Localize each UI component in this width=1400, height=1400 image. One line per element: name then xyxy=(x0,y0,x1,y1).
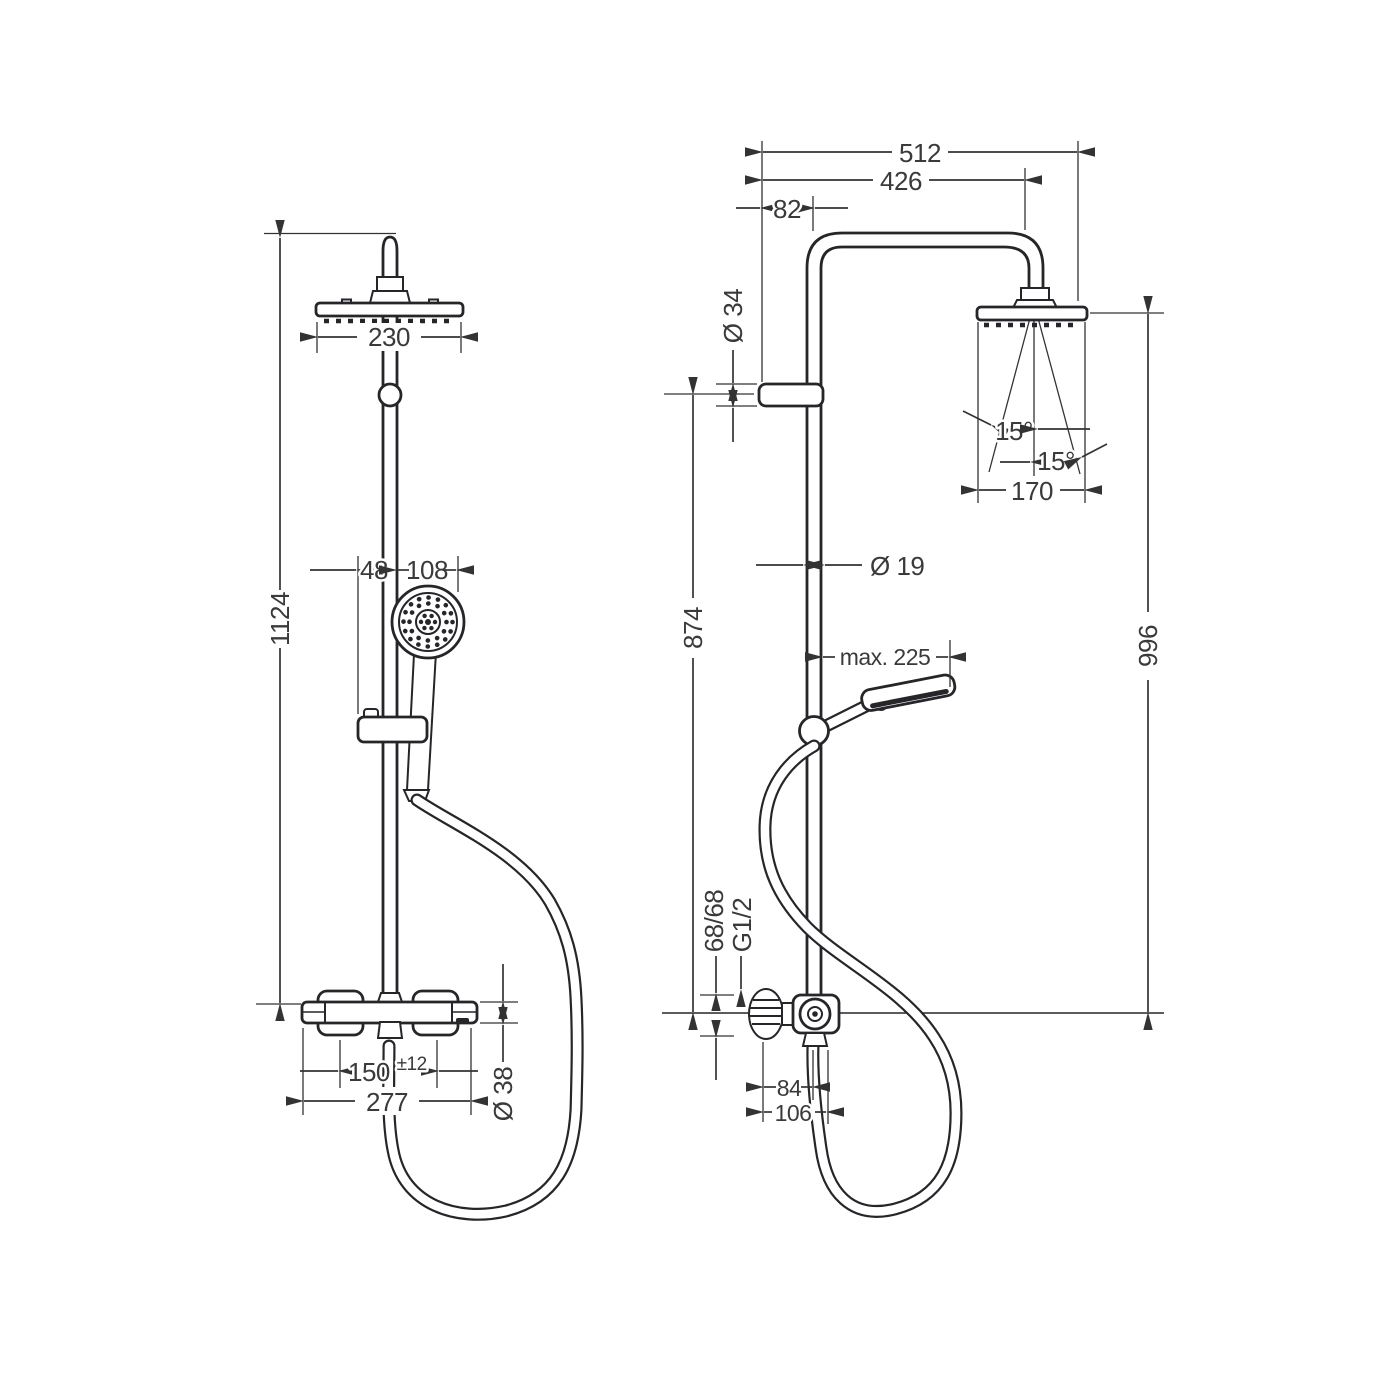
dim-pipe-diameter-group: Ø 19 xyxy=(756,549,927,584)
dim-hand-shower-group: 48 108 xyxy=(310,553,474,714)
dim-hand-shower-reach-group: max. 225 xyxy=(805,640,966,687)
dim-thread-size-group: G1/2 xyxy=(725,895,760,1007)
dim-rail-height-group: 874 xyxy=(664,377,754,1030)
dim-overall-depth: 512 xyxy=(899,138,941,168)
dim-connection-heights: 68/68 xyxy=(699,890,729,953)
dim-hose-offset-outer: 106 xyxy=(775,1100,812,1126)
front-pipe-joint xyxy=(377,382,403,408)
dim-tilt-upper-group: 15° xyxy=(962,410,1090,449)
dim-arm-depth: 426 xyxy=(880,166,922,196)
side-rail-and-arm xyxy=(805,231,1045,996)
dim-bracket-diameter-group: Ø 34 xyxy=(716,286,757,442)
dim-valve-width-group: 277 xyxy=(286,1028,488,1120)
dim-hand-shower-offset: 48 xyxy=(360,555,388,585)
dim-head-width-group: 230 xyxy=(300,320,478,355)
dim-valve-diameter: Ø 38 xyxy=(488,1067,518,1121)
dim-head-depth: 170 xyxy=(1011,476,1053,506)
dim-tilt-lower-group: 15° xyxy=(1000,443,1108,479)
dim-connection-tolerance: ±12 xyxy=(397,1054,427,1075)
dim-bracket-diameter: Ø 34 xyxy=(718,289,748,343)
dim-connection-spacing-group: 150 ±12 xyxy=(300,1040,478,1090)
side-overhead-shower xyxy=(975,287,1089,328)
dim-valve-width: 277 xyxy=(366,1087,408,1117)
dim-arm-depth-group: 426 xyxy=(745,164,1042,230)
dim-head-height: 996 xyxy=(1133,625,1163,667)
dim-head-height-group: 996 xyxy=(1090,296,1166,1030)
front-shower-hose-core xyxy=(384,795,582,1219)
dim-hand-shower-diameter: 108 xyxy=(406,555,448,585)
dim-wall-offset-group: 82 xyxy=(736,192,848,231)
dim-hose-offset-inner: 84 xyxy=(777,1075,802,1101)
front-slider-bracket xyxy=(356,708,429,744)
dim-total-height: 1124 xyxy=(265,592,295,646)
dim-valve-diameter-group: Ø 38 xyxy=(480,964,521,1124)
side-water-connection xyxy=(748,988,841,1047)
side-wall-bracket xyxy=(757,382,825,408)
dim-wall-offset: 82 xyxy=(773,194,801,224)
front-thermostat-valve xyxy=(300,989,479,1039)
dim-thread-size: G1/2 xyxy=(727,898,757,952)
dim-pipe-diameter: Ø 19 xyxy=(870,551,924,581)
front-overhead-shower xyxy=(314,276,465,324)
dim-hand-shower-reach: max. 225 xyxy=(840,644,931,670)
side-view xyxy=(662,231,1164,1218)
dim-rail-height: 874 xyxy=(678,607,708,649)
dim-total-height-group: 1124 xyxy=(256,220,396,1021)
dimensions: 1124 230 48 108 150 xyxy=(256,136,1166,1129)
svg-text:150 ±12: 150 ±12 xyxy=(348,1054,427,1087)
side-shower-hose-core xyxy=(760,741,961,1216)
dim-hose-offset-inner-group: 84 xyxy=(746,1042,830,1122)
dim-tilt-upper: 15° xyxy=(995,416,1033,446)
side-shower-hose xyxy=(758,739,963,1218)
dim-tilt-lower: 15° xyxy=(1037,446,1075,476)
front-hand-shower-head xyxy=(390,584,466,660)
dim-head-width: 230 xyxy=(368,322,410,352)
front-rail-pipe xyxy=(381,235,399,1002)
dim-connection-heights-group: 68/68 xyxy=(697,887,734,1080)
dim-connection-spacing: 150 xyxy=(348,1057,390,1087)
dim-head-depth-group: 170 xyxy=(961,322,1102,509)
dim-hose-offset-outer-group: 106 xyxy=(746,1050,844,1129)
side-tilt-lines xyxy=(988,302,1081,480)
front-view xyxy=(300,235,584,1221)
side-hand-shower xyxy=(798,673,957,747)
